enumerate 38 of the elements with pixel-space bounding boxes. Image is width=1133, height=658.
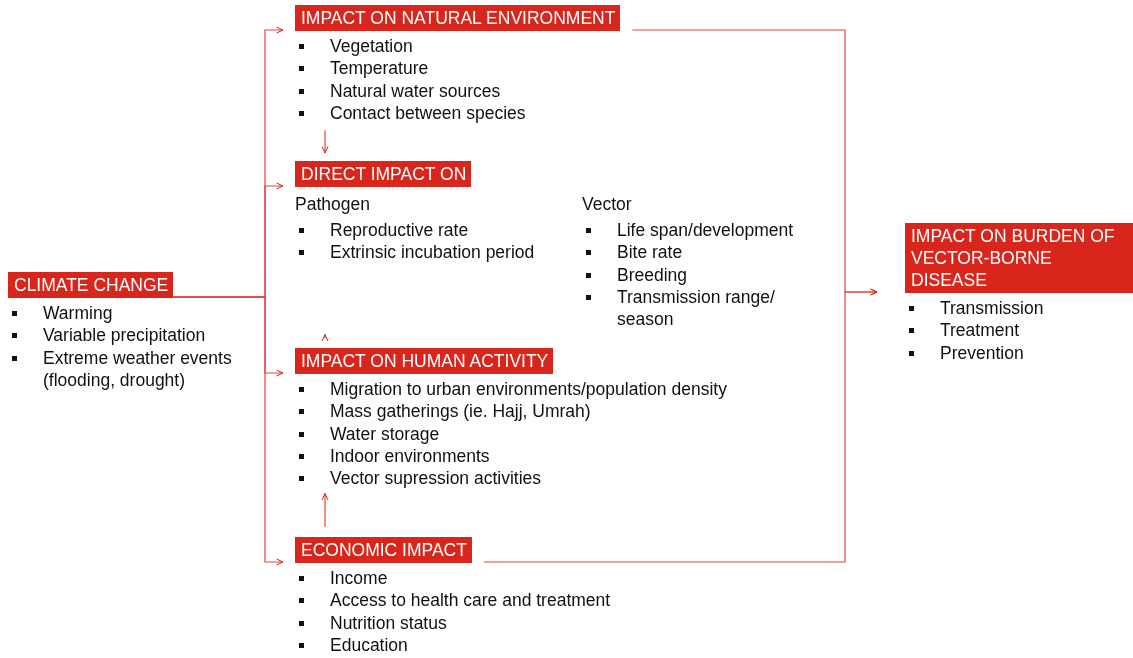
list-item: Life span/development [617,220,794,240]
list-item: Warming [43,303,113,323]
connector-arrow [321,129,329,154]
heading-label: IMPACT ON NATURAL ENVIRONMENT [295,5,621,31]
list-item: Vector supression activities [330,468,542,489]
list-item: Access to health care and treatment [330,590,611,611]
list-item: Water storage [330,423,440,444]
list-item: Temperature [330,58,429,79]
list-item: Indoor environments [330,445,490,466]
column-heading: Pathogen [295,193,370,215]
list-item: Nutrition status [330,612,447,633]
list-item: Transmission range/ season [617,286,775,330]
heading-label: CLIMATE CHANGE [8,272,174,298]
list-item: Contact between species [330,102,526,123]
connector-arrow [321,333,329,342]
list-item: Variable precipitation [43,325,206,346]
list-item: Natural water sources [330,80,501,101]
list-item: Prevention [940,342,1024,363]
list-item: Bite rate [617,242,683,263]
column-heading: Vector [582,193,632,215]
list-item: Transmission [940,298,1044,318]
heading-label: DIRECT IMPACT ON [295,161,472,187]
list-item: Education [330,634,408,655]
connector-arrow [483,288,878,563]
list-item: Income [330,568,388,588]
list-item: Treatment [940,320,1020,341]
heading-label: IMPACT ON BURDEN OF VECTOR-BORNE DISEASE [905,223,1133,293]
heading-label: ECONOMIC IMPACT [295,537,472,563]
list-item: Reproductive rate [330,220,469,240]
list-item: Migration to urban environments/population density [330,379,727,399]
list-item: Extreme weather events (flooding, drought) [43,347,232,390]
list-item: Breeding [617,264,688,285]
connector-arrow [172,296,284,566]
connector-arrow [321,492,329,528]
list-item: Mass gatherings (ie. Hajj, Umrah) [330,401,591,422]
list-item: Extrinsic incubation period [330,242,535,263]
list-item: Vegetation [330,36,413,56]
heading-label: IMPACT ON HUMAN ACTIVITY [295,348,554,374]
